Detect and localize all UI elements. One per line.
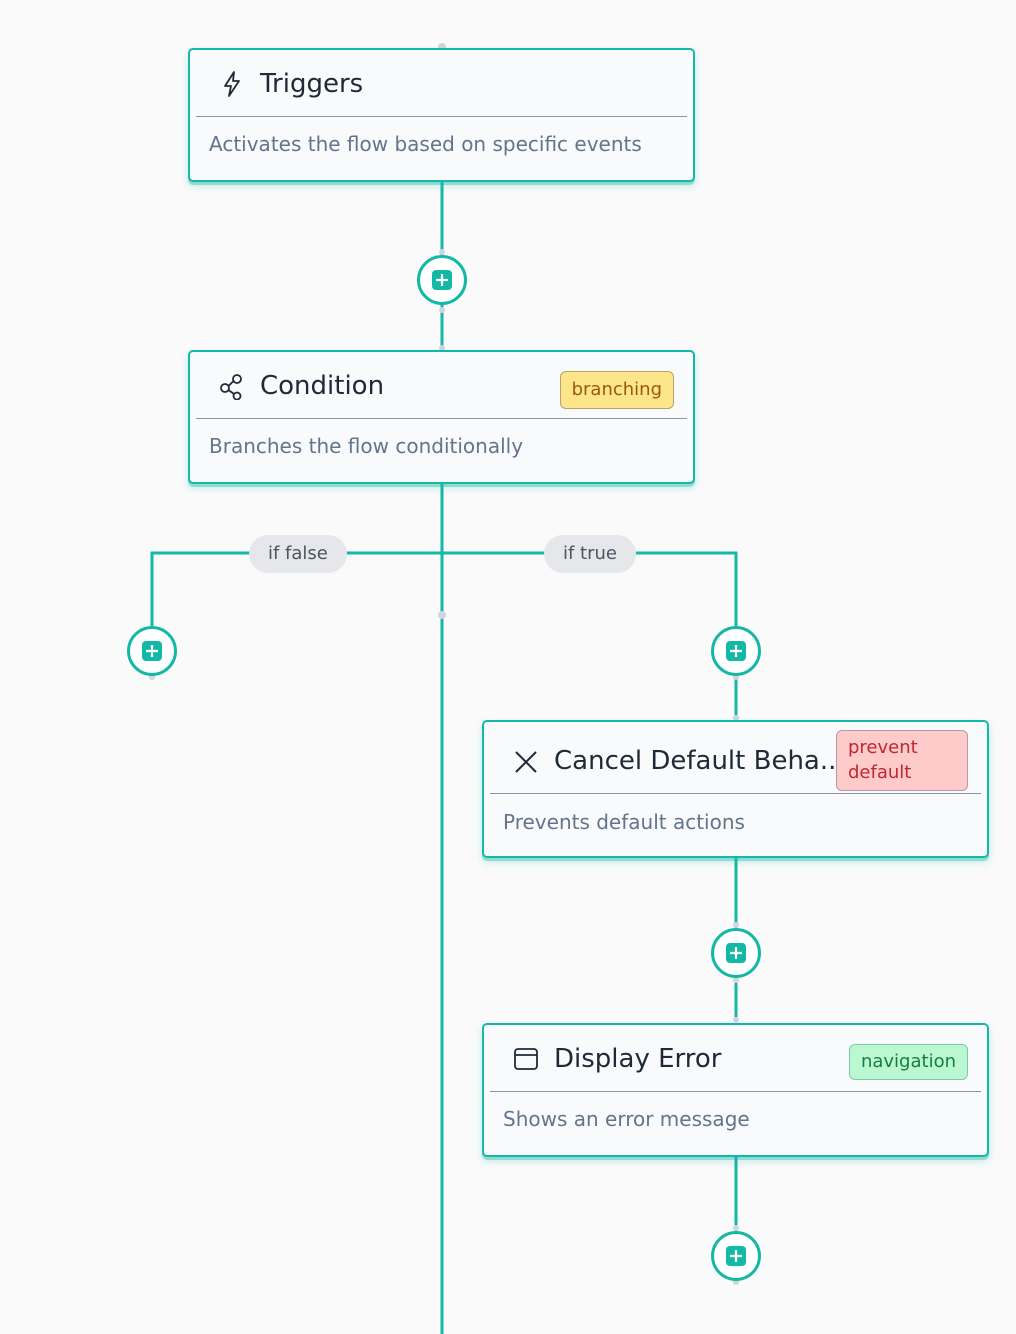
node-description: Branches the flow conditionally [209, 434, 524, 458]
lightning-bolt-icon [218, 70, 246, 98]
add-step-button-true-branch[interactable] [711, 626, 761, 676]
branch-label-false: if false [249, 535, 347, 573]
plus-icon [726, 641, 746, 661]
plus-icon [142, 641, 162, 661]
node-triggers[interactable]: Triggers Activates the flow based on spe… [188, 48, 695, 182]
branching-badge: branching [559, 371, 674, 409]
add-step-button-false-branch[interactable] [127, 626, 177, 676]
node-title: Condition [260, 371, 385, 401]
node-condition[interactable]: Condition branching Branches the flow co… [188, 350, 695, 484]
add-step-button[interactable] [711, 1231, 761, 1281]
node-header: Condition branching [196, 352, 687, 419]
badge-line-1: prevent [848, 737, 918, 758]
branch-share-icon [218, 372, 246, 401]
prevent-default-badge: prevent default [836, 730, 968, 791]
node-description: Activates the flow based on specific eve… [209, 132, 642, 156]
badge-line-2: default [848, 762, 912, 783]
plus-icon [726, 1246, 746, 1266]
node-description: Prevents default actions [503, 810, 745, 834]
node-title: Triggers [260, 69, 364, 99]
plus-icon [726, 943, 746, 963]
node-header: Cancel Default Beha... prevent default [490, 722, 981, 794]
plus-icon [432, 270, 452, 290]
add-step-button[interactable] [417, 255, 467, 305]
add-step-button[interactable] [711, 928, 761, 978]
close-x-icon [512, 748, 540, 776]
node-description: Shows an error message [503, 1107, 750, 1131]
node-cancel-default[interactable]: Cancel Default Beha... prevent default P… [482, 720, 989, 858]
node-header: Triggers [196, 50, 687, 117]
window-icon [512, 1045, 540, 1073]
node-title: Cancel Default Beha... [554, 746, 845, 776]
branch-label-true: if true [544, 535, 636, 573]
navigation-badge: navigation [848, 1044, 968, 1080]
node-header: Display Error navigation [490, 1025, 981, 1092]
node-title: Display Error [554, 1044, 722, 1074]
node-display-error[interactable]: Display Error navigation Shows an error … [482, 1023, 989, 1157]
